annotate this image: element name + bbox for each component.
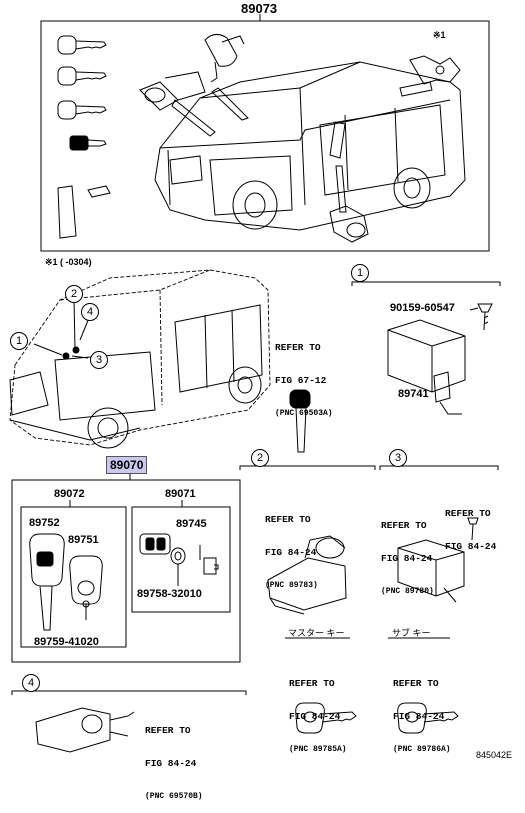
top-car [154, 61, 466, 231]
section3-refer-b-line2: FIG 84-24 [381, 553, 433, 564]
section3-refer-b: REFER TO FIG 84-24 (PNC 89780) [381, 498, 434, 608]
section2-refer-line1: REFER TO [265, 514, 311, 525]
section2-circle: 2 [251, 449, 269, 467]
part-number-89741: 89741 [398, 388, 429, 400]
section4-circle: 4 [22, 674, 40, 692]
master-key-drawing [285, 637, 357, 734]
refer-main-line3: (PNC 69503A) [275, 409, 333, 418]
section3-refer-b-line3: (PNC 89780) [381, 587, 434, 596]
refer-main-line1: REFER TO [275, 342, 321, 353]
diagram-drawing [9, 14, 501, 753]
section3-bracket [379, 465, 499, 470]
part-number-89070: 89070 [106, 456, 148, 474]
footnote-marker: ※1 [433, 30, 446, 40]
section1-ecu [387, 303, 493, 415]
callout-circle-3: 3 [90, 351, 108, 369]
section3-refer-a: REFER TO FIG 84-24 [445, 486, 496, 563]
sub-key-refer-line1: REFER TO [393, 678, 439, 689]
parts-diagram: 89073 ※1 ※1 ( -0304) 2 4 1 3 REFER TO FI… [9, 1, 513, 801]
section1-bracket [351, 281, 501, 286]
top-keys [57, 35, 111, 239]
part-number-89751: 89751 [68, 534, 99, 546]
master-key-label: マスター キー [288, 628, 345, 638]
sub-key-label: サブ キー [392, 628, 431, 638]
section4-refer-line1: REFER TO [145, 725, 191, 736]
refer-main: REFER TO FIG 67-12 (PNC 69503A) [275, 320, 333, 430]
sub-key-refer-line3: (PNC 89786A) [393, 745, 451, 754]
section4-refer-line2: FIG 84-24 [145, 758, 197, 769]
callout-circle-2: 2 [65, 285, 83, 303]
sub-key-refer: REFER TO FIG 84-24 (PNC 89786A) [393, 656, 451, 766]
part-number-90159-60547: 90159-60547 [390, 302, 455, 314]
part-number-89071: 89071 [165, 488, 196, 500]
callout-circle-1: 1 [10, 332, 28, 350]
master-key-refer: REFER TO FIG 84-24 (PNC 89785A) [289, 656, 347, 766]
figure-id: 845042E [476, 750, 513, 760]
section2-cylinder [267, 535, 347, 615]
section4-refer-line3: (PNC 69570B) [145, 792, 203, 801]
section4-cylinder [35, 707, 135, 753]
part-number-89758-32010: 89758-32010 [137, 588, 202, 600]
section3-refer-a-line2: FIG 84-24 [445, 541, 497, 552]
top-box-frame [40, 20, 490, 252]
footnote-text: ※1 ( -0304) [45, 257, 92, 267]
part-number-89745: 89745 [176, 518, 207, 530]
section3-circle: 3 [389, 449, 407, 467]
part-number-89759-41020: 89759-41020 [34, 636, 99, 648]
mid-car [9, 269, 271, 446]
part-number-89072: 89072 [54, 488, 85, 500]
callout-circle-4: 4 [81, 303, 99, 321]
section4-bracket [11, 690, 247, 695]
mid-car-solid [9, 299, 263, 449]
section3-refer-a-line1: REFER TO [445, 508, 491, 519]
sub-key-drawing [388, 637, 459, 734]
kit-left-keys [29, 533, 103, 631]
section3-refer-b-line1: REFER TO [381, 520, 427, 531]
part-number-89752: 89752 [29, 517, 60, 529]
section2-refer-line2: FIG 84-24 [265, 547, 317, 558]
master-key-refer-line2: FIG 84-24 [289, 711, 341, 722]
section2-bracket [239, 465, 376, 470]
part-number-89073: 89073 [241, 1, 278, 16]
master-key-refer-line1: REFER TO [289, 678, 335, 689]
section1-circle: 1 [351, 264, 369, 282]
sub-key-refer-line2: FIG 84-24 [393, 711, 445, 722]
section4-refer: REFER TO FIG 84-24 (PNC 69570B) [145, 703, 203, 813]
mid-key [289, 389, 311, 453]
refer-main-line2: FIG 67-12 [275, 375, 327, 386]
top-arrows [171, 81, 433, 213]
kit-frame [11, 473, 241, 663]
top-cylinders [139, 34, 461, 243]
section2-refer-line3: (PNC 89783) [265, 581, 318, 590]
kit-right-parts [139, 533, 219, 586]
section3-ecu [397, 517, 479, 603]
section2-refer: REFER TO FIG 84-24 (PNC 89783) [265, 492, 318, 602]
master-key-refer-line3: (PNC 89785A) [289, 745, 347, 754]
